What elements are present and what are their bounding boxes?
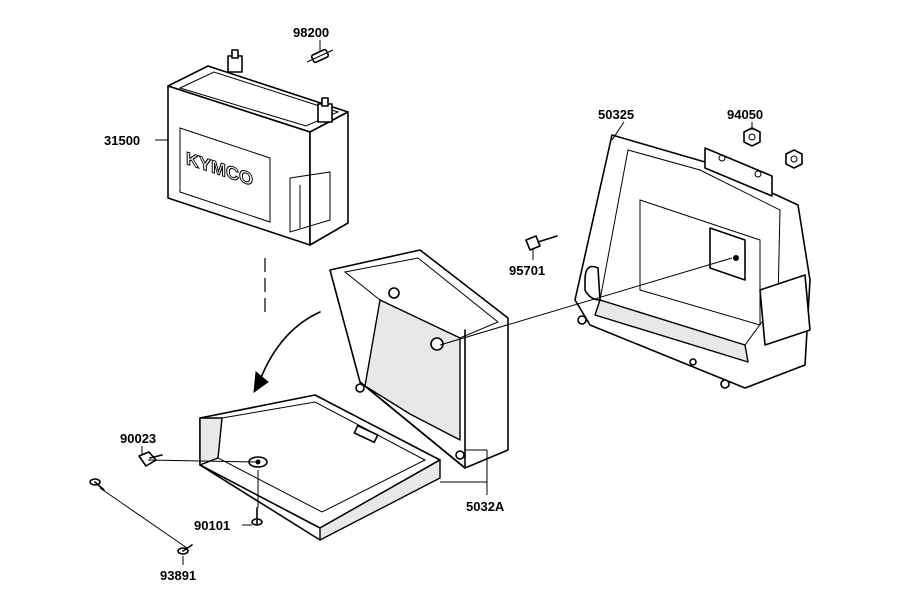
- flange-nut-2[interactable]: [785, 149, 803, 169]
- battery-box-bracket[interactable]: [574, 134, 811, 389]
- part-label-90023: 90023: [120, 431, 156, 446]
- assembly-lines: [99, 257, 733, 549]
- part-label-31500: 31500: [104, 133, 140, 148]
- screw-1[interactable]: [89, 478, 105, 491]
- part-label-95701: 95701: [509, 263, 545, 278]
- part-label-90101: 90101: [194, 518, 230, 533]
- fuse[interactable]: [306, 48, 334, 64]
- battery-terminal-right: [317, 97, 333, 123]
- part-label-50325: 50325: [598, 107, 634, 122]
- part-label-93891: 93891: [160, 568, 196, 583]
- leader-lines: [141, 40, 753, 565]
- battery-tray[interactable]: [199, 394, 441, 541]
- part-label-94050: 94050: [727, 107, 763, 122]
- battery[interactable]: KYMCO: [167, 49, 349, 246]
- screw-2[interactable]: [177, 544, 193, 555]
- rotation-arrow: [253, 311, 321, 394]
- part-label-98200: 98200: [293, 25, 329, 40]
- battery-cover-lid[interactable]: [329, 249, 509, 469]
- tapping-screw[interactable]: [251, 507, 263, 526]
- flange-bolt[interactable]: [525, 235, 558, 251]
- part-label-5032A: 5032A: [466, 499, 505, 514]
- flange-nut-1[interactable]: [743, 127, 761, 147]
- battery-terminal-left: [227, 49, 243, 73]
